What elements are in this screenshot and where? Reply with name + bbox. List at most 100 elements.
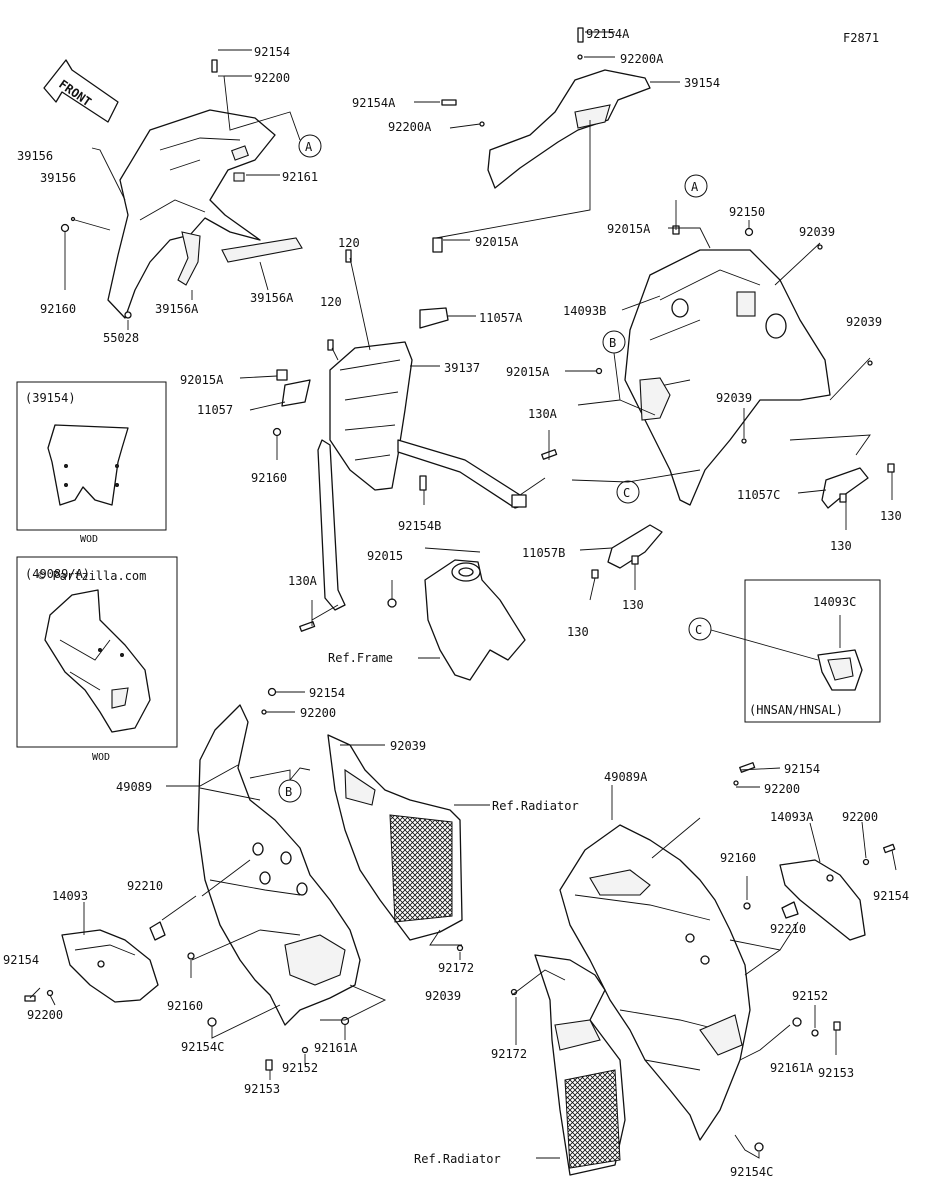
leader-lines	[29, 31, 897, 1159]
part-label: 92039	[799, 225, 835, 239]
part-label: 92161A	[770, 1061, 814, 1075]
part-label: 55028	[103, 331, 139, 345]
part-label: 92200	[27, 1008, 63, 1022]
part-label: 92154	[3, 953, 39, 967]
part-label: 92154	[254, 45, 290, 59]
part-label: 92200	[254, 71, 290, 85]
part-label: 92153	[244, 1082, 280, 1096]
part-label: 39156	[17, 149, 53, 163]
part-label: 92200	[300, 706, 336, 720]
part-label: 92210	[770, 922, 806, 936]
part-label: 130A	[528, 407, 558, 421]
part-label: 14093B	[563, 304, 606, 318]
left-inner-panel	[327, 734, 518, 996]
part-label: 92154	[873, 889, 909, 903]
part-label: 92160	[40, 302, 76, 316]
part-label: 92154A	[586, 27, 630, 41]
callout-a-top: A	[298, 134, 322, 158]
part-label: 130A	[288, 574, 318, 588]
part-label: 92160	[720, 851, 756, 865]
part-label: 39156A	[155, 302, 199, 316]
front-arrow: FRONT	[43, 59, 119, 123]
part-label: 92039	[425, 989, 461, 1003]
part-label: 92150	[729, 205, 765, 219]
part-label: 120	[320, 295, 342, 309]
side-cover-left	[24, 929, 159, 1003]
windshield-inset: (39154) WOD	[16, 381, 167, 545]
windshield	[441, 27, 651, 189]
part-label: 92015	[367, 549, 403, 563]
ref-frame-label: Ref.Frame	[328, 651, 393, 665]
variant-inset: (HNSAN/HNSAL)	[744, 579, 881, 723]
watermark: © Partzilla.com	[38, 569, 146, 583]
part-label: 92154A	[352, 96, 396, 110]
part-label: 92039	[390, 739, 426, 753]
part-label: 49089	[116, 780, 152, 794]
part-label: 92015A	[180, 373, 224, 387]
part-labels: 92154 92200 39156 39156 92161 92160 3915…	[3, 27, 909, 1179]
callout-a-right: A	[684, 174, 708, 198]
part-label: 92161	[282, 170, 318, 184]
callout-b-center: B	[602, 330, 626, 354]
right-inner-panel	[534, 954, 626, 1176]
part-label: 120	[338, 236, 360, 250]
part-label: 130	[622, 598, 644, 612]
variant-part-label: 14093C	[813, 595, 856, 609]
part-label: 11057B	[522, 546, 565, 560]
windshield-inset-note: WOD	[80, 534, 98, 545]
part-label: 92160	[167, 999, 203, 1013]
part-label: 92210	[127, 879, 163, 893]
cowling-inset-caption: (49089/A)	[25, 567, 90, 581]
part-label: 11057C	[737, 488, 780, 502]
cowling-inset-note: WOD	[92, 752, 110, 763]
part-label: 39156	[40, 171, 76, 185]
part-label: 14093	[52, 889, 88, 903]
part-label: 92200A	[388, 120, 432, 134]
part-label: 92015A	[607, 222, 651, 236]
callout-letter: C	[695, 623, 702, 637]
left-cowling	[149, 687, 361, 1071]
callout-letter: B	[609, 336, 616, 350]
part-label: 92039	[846, 315, 882, 329]
part-label: 92153	[818, 1066, 854, 1080]
part-label: 11057A	[479, 311, 523, 325]
part-label: 92160	[251, 471, 287, 485]
part-label: 92015A	[506, 365, 550, 379]
part-label: 92172	[491, 1047, 527, 1061]
part-label: 92161A	[314, 1041, 358, 1055]
callout-letter: A	[691, 180, 699, 194]
part-label: 92154B	[398, 519, 441, 533]
part-label: 92200A	[620, 52, 664, 66]
part-label: 14093A	[770, 810, 814, 824]
callout-c-center: C	[616, 480, 640, 504]
ref-radiator-top-label: Ref.Radiator	[492, 799, 579, 813]
part-label: 130	[830, 539, 852, 553]
callout-letter: A	[305, 140, 313, 154]
ref-radiator-bottom-label: Ref.Radiator	[414, 1152, 501, 1166]
part-label: 92154C	[730, 1165, 773, 1179]
part-label: 92152	[282, 1061, 318, 1075]
callout-letter: B	[285, 785, 292, 799]
part-label: 92039	[716, 391, 752, 405]
part-label: 92154	[784, 762, 820, 776]
part-label: 92152	[792, 989, 828, 1003]
part-label: 92200	[842, 810, 878, 824]
callout-b-left: B	[278, 779, 302, 803]
cowl-bracket	[272, 237, 558, 632]
callout-c-inset: C	[688, 617, 712, 641]
part-label: 39156A	[250, 291, 294, 305]
part-label: 92015A	[475, 235, 519, 249]
right-cowling	[559, 762, 841, 1152]
part-label: 130	[567, 625, 589, 639]
upper-cowl-inner	[60, 59, 303, 319]
side-cover-right	[779, 843, 896, 941]
callout-letter: C	[623, 486, 630, 500]
part-label: 92172	[438, 961, 474, 975]
part-label: 130	[880, 509, 902, 523]
windshield-inset-caption: (39154)	[25, 391, 76, 405]
cowling-inset: (49089/A) WOD	[16, 556, 178, 763]
part-label: 11057	[197, 403, 233, 417]
part-label: 92200	[764, 782, 800, 796]
variant-inset-models: (HNSAN/HNSAL)	[749, 703, 843, 717]
